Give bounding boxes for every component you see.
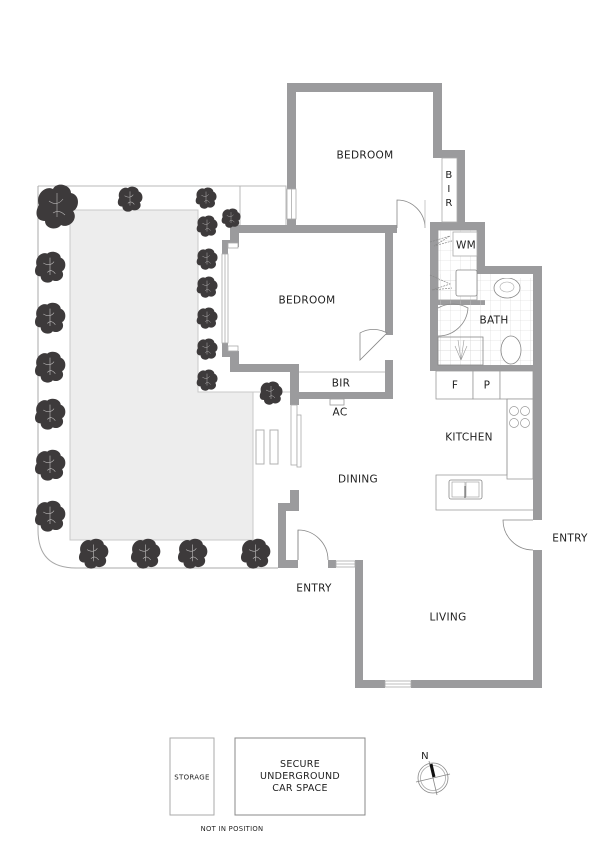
door-swings (297, 199, 534, 561)
compass-north-label: N (421, 750, 429, 762)
room-label-fridge: F (451, 379, 459, 392)
storage-box (169, 737, 215, 816)
tree (196, 215, 218, 237)
tree (221, 208, 241, 228)
room-label-dining: DINING (338, 473, 378, 486)
bench-2 (269, 429, 279, 465)
tree (177, 538, 208, 569)
fridge-space (435, 370, 474, 400)
room-label-bir-1: B I R (445, 170, 453, 209)
toilet (500, 335, 522, 365)
garden-boundary (37, 186, 278, 569)
room-label-ac: AC (332, 406, 348, 419)
cooktop (509, 406, 530, 428)
kitchen-joinery (435, 370, 534, 511)
tree (117, 186, 143, 212)
room-label-bedroom-2: BEDROOM (278, 294, 336, 307)
car-space-label: SECURE UNDERGROUND CAR SPACE (259, 759, 341, 794)
room-label-kitchen: KITCHEN (445, 431, 493, 444)
tree (196, 338, 218, 360)
bench-cooktop (506, 398, 534, 480)
room-label-bir-2: BIR (331, 377, 351, 390)
room-label-entry-main: ENTRY (296, 582, 332, 595)
tree (130, 538, 161, 569)
not-in-position-note: NOT IN POSITION (200, 824, 264, 833)
tree (34, 251, 66, 283)
shower (437, 336, 484, 366)
tree (34, 449, 66, 481)
tree (78, 538, 109, 569)
walls (222, 83, 542, 688)
tree (196, 248, 218, 270)
tree (196, 276, 218, 298)
laundry-sink (455, 269, 478, 297)
tree (34, 351, 66, 383)
tree (34, 398, 66, 430)
storage-label: STORAGE (174, 773, 210, 782)
tree (240, 538, 271, 569)
tree (195, 187, 217, 209)
sliding-door-b (296, 414, 302, 468)
tree (259, 381, 283, 405)
trees (36, 184, 78, 229)
room-label-pantry: P (483, 379, 491, 392)
washing-machine (452, 231, 478, 257)
tree (34, 302, 66, 334)
room-label-wm: WM (455, 239, 477, 252)
compass-icon (415, 760, 451, 796)
tree (34, 500, 66, 532)
tree (196, 307, 218, 329)
room-label-bath: BATH (479, 314, 509, 327)
ac-unit (329, 398, 345, 406)
room-label-entry-side: ENTRY (552, 532, 588, 545)
bench-1 (255, 429, 265, 465)
tree (196, 369, 218, 391)
room-label-living: LIVING (429, 611, 467, 624)
room-label-bedroom-1: BEDROOM (336, 149, 394, 162)
pantry (472, 370, 501, 400)
car-space-box (234, 737, 366, 816)
